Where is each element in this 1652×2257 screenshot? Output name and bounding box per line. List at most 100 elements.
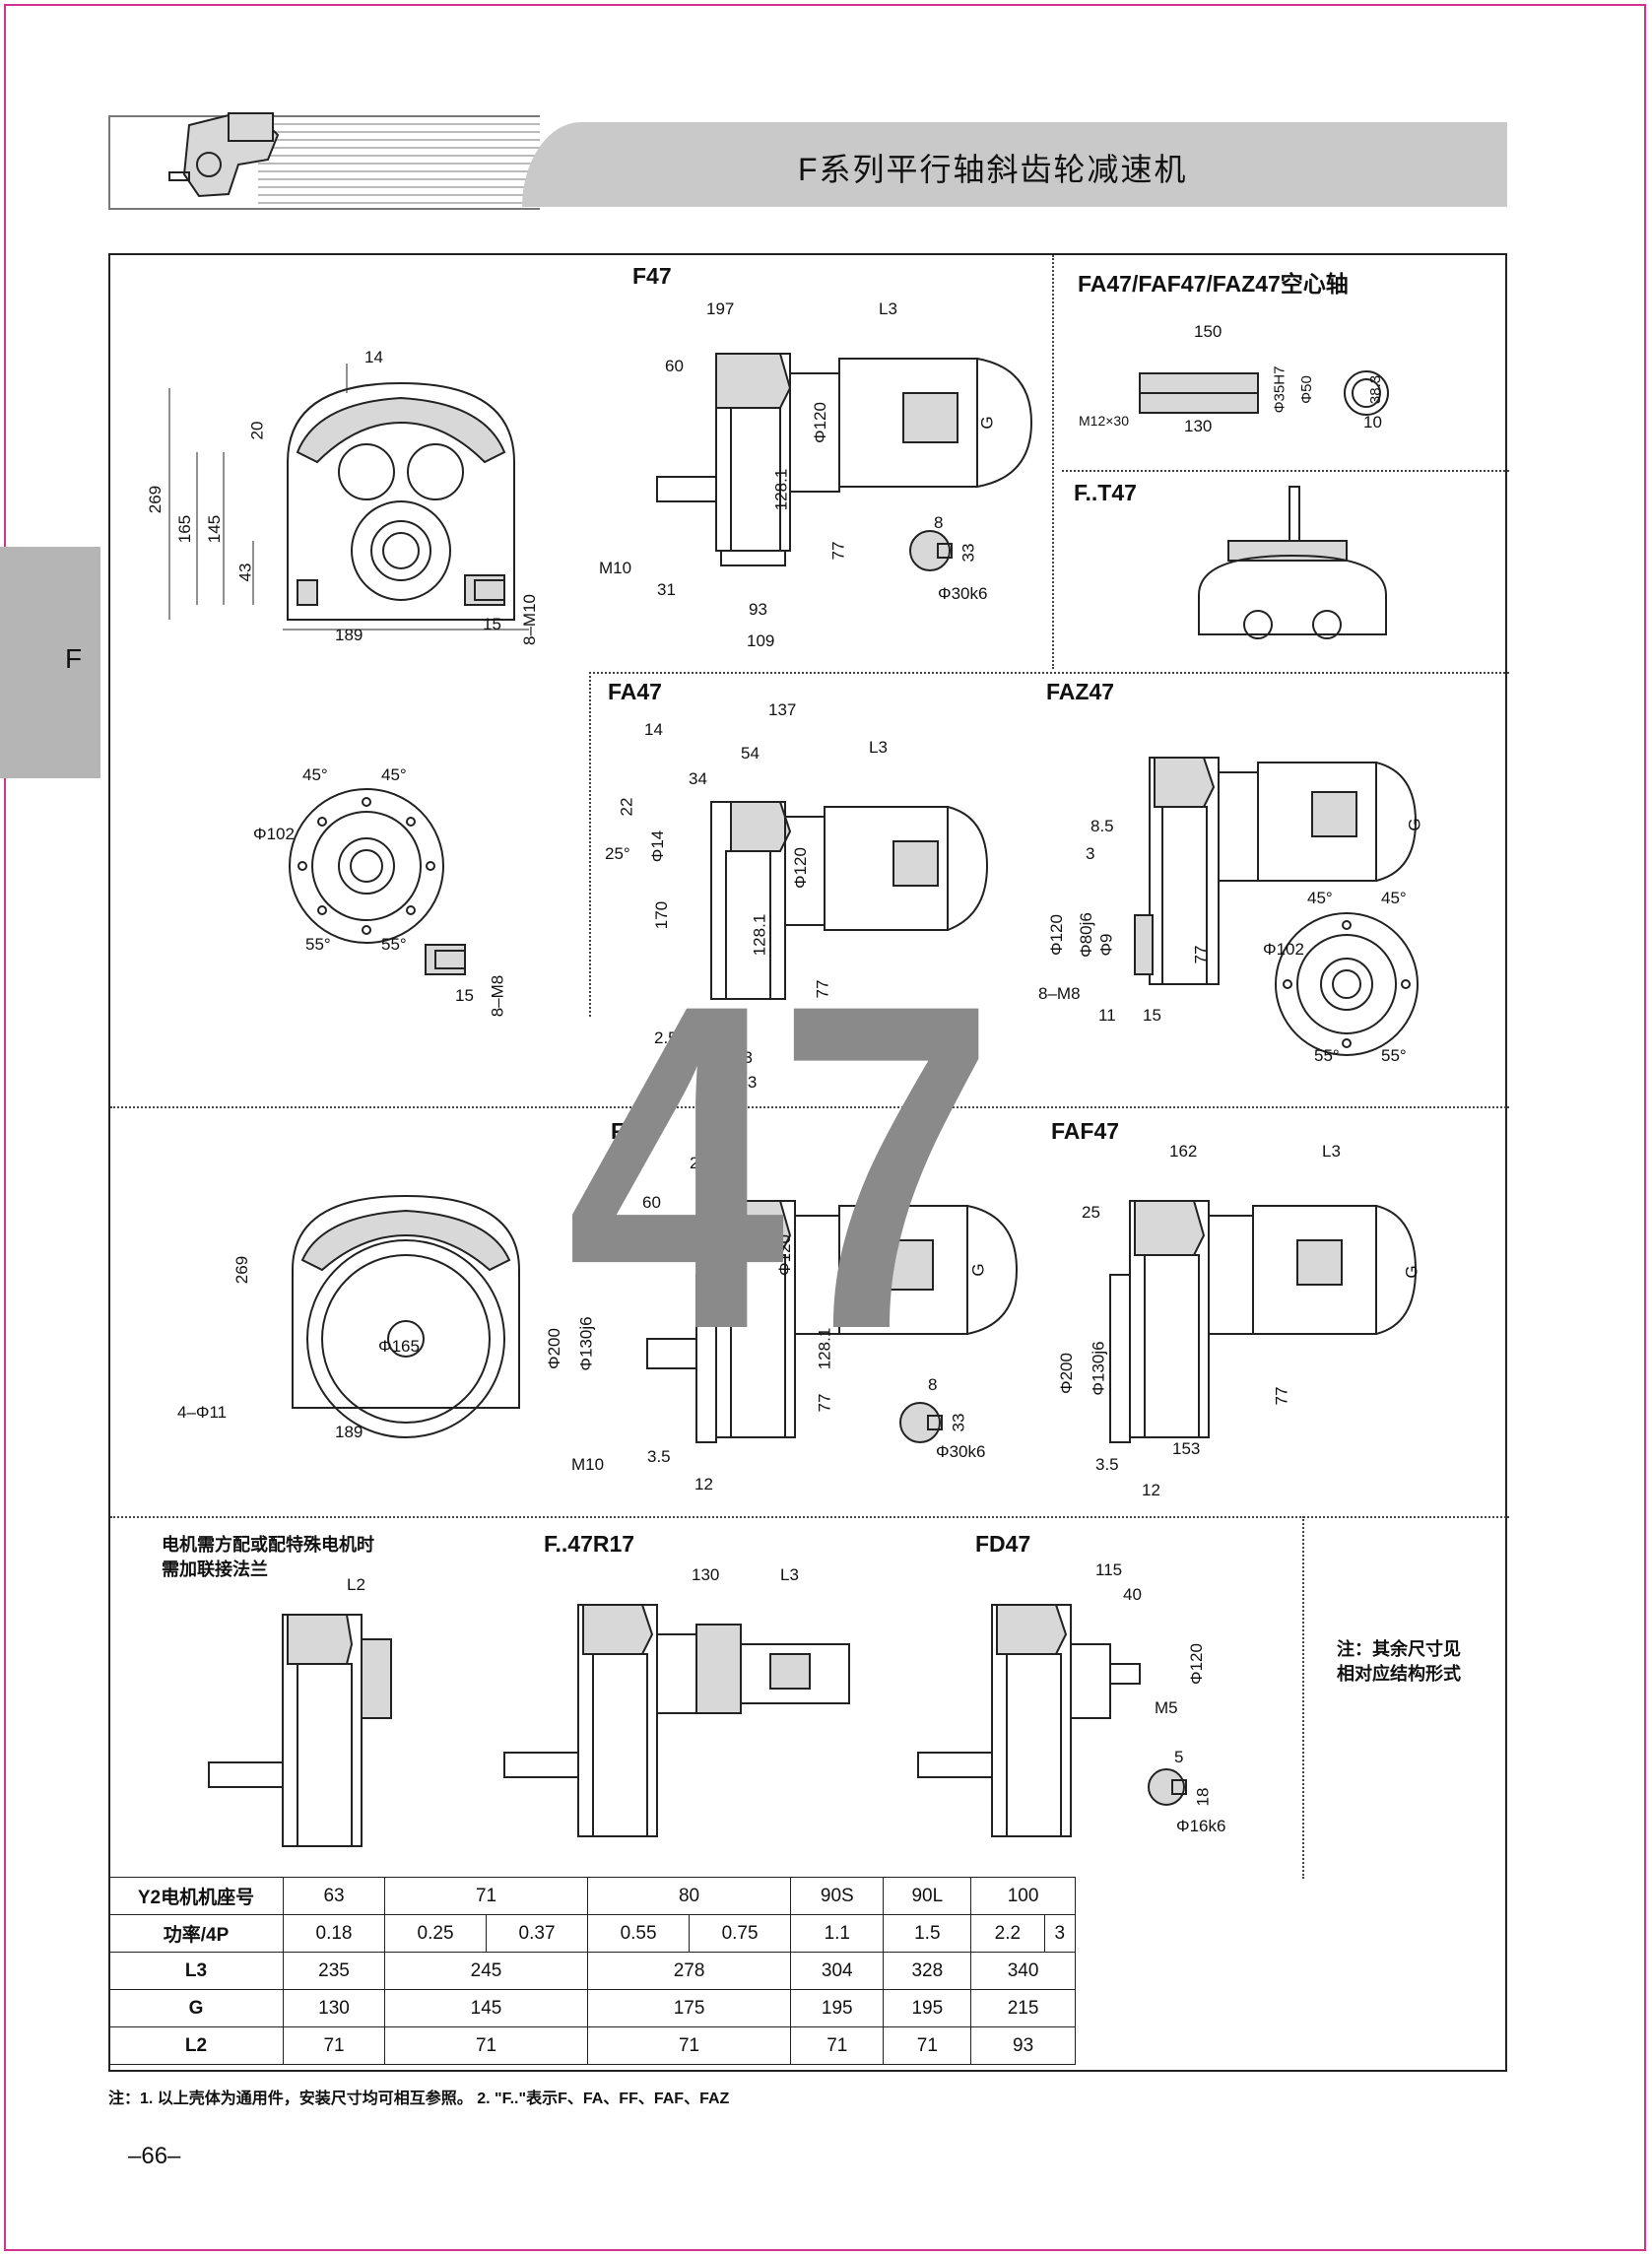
- dim-label: L3: [780, 1565, 799, 1584]
- dim-label: M10: [599, 559, 632, 577]
- dim-label: Φ16k6: [1176, 1817, 1226, 1835]
- dim-label: 165: [175, 514, 195, 544]
- dim-label: G: [1405, 818, 1424, 831]
- table-cell: 245: [384, 1952, 589, 1990]
- table-cell: 71: [587, 2026, 792, 2065]
- dim-label: 34: [689, 769, 707, 788]
- table-cell: 90L: [883, 1877, 972, 1915]
- table-cell: 0.18: [282, 1914, 386, 1953]
- dim-label: 60: [642, 1193, 661, 1212]
- dim-label: 18: [1193, 1787, 1213, 1807]
- dim-label: G: [1402, 1265, 1421, 1279]
- motor-flange-drawing: [208, 1614, 392, 1847]
- dim-label: 12: [1142, 1481, 1160, 1499]
- section-title-f47: F47: [632, 263, 672, 289]
- dim-label: 38.3: [1367, 374, 1385, 405]
- divider: [1062, 470, 1509, 472]
- dim-label: 25: [1082, 1203, 1100, 1222]
- dim-label: 55°: [305, 935, 331, 954]
- model-watermark: 47: [566, 908, 996, 1426]
- row-header: L2: [108, 2026, 284, 2065]
- dim-label: 45°: [381, 765, 407, 784]
- table-cell: 71: [282, 2026, 386, 2065]
- section-title-fd47: FD47: [975, 1531, 1031, 1557]
- faf47-side-view-drawing: [1109, 1200, 1418, 1443]
- divider: [589, 672, 591, 1017]
- dim-label: 8–M8: [1038, 984, 1081, 1003]
- dim-label: Φ30k6: [936, 1442, 986, 1461]
- table-cell: 100: [970, 1877, 1076, 1915]
- dim-label: 45°: [1307, 889, 1333, 907]
- table-cell: 340: [970, 1952, 1076, 1990]
- dim-label: Φ130j6: [1089, 1341, 1108, 1396]
- table-cell: 130: [282, 1989, 386, 2027]
- fd47-shaft-keyway-detail: [1148, 1768, 1187, 1806]
- dim-label: 145: [205, 514, 225, 544]
- f47-shaft-keyway-detail: [909, 530, 953, 571]
- dim-label: Φ102: [1263, 940, 1304, 959]
- dim-label: 93: [734, 1048, 753, 1067]
- table-row: L2 71 71 71 71 71 93: [108, 2026, 1076, 2065]
- section-title-ft47: F..T47: [1074, 480, 1137, 505]
- dim-label: 130: [1184, 417, 1213, 435]
- table-cell: 93: [970, 2026, 1076, 2065]
- header-banner: F系列平行轴斜齿轮减速机: [108, 112, 1507, 210]
- fa47-side-view-drawing: [710, 801, 989, 1000]
- page-frame: [4, 4, 1646, 2251]
- dim-label: G: [977, 416, 997, 430]
- dim-label: Φ14: [648, 830, 668, 863]
- dim-label: L2: [347, 1575, 365, 1594]
- dim-label: 14: [364, 348, 383, 366]
- dim-label: L3: [879, 299, 897, 318]
- table-cell: 215: [970, 1989, 1076, 2027]
- header-title-band: [522, 122, 1507, 207]
- hollow-shaft-drawing: [1139, 370, 1389, 416]
- dim-label: Φ120: [790, 847, 810, 889]
- table-cell: 90S: [790, 1877, 885, 1915]
- page-title: F系列平行轴斜齿轮减速机: [798, 152, 1188, 187]
- dim-label: 60: [665, 357, 684, 375]
- table-cell: 71: [883, 2026, 972, 2065]
- table-cell: 304: [790, 1952, 885, 1990]
- header-stripes: [108, 115, 540, 210]
- dim-label: 3.5: [647, 1447, 671, 1466]
- dim-label: 8: [928, 1375, 938, 1394]
- dim-label: 115: [1095, 1560, 1123, 1579]
- dim-label: 150: [1194, 322, 1222, 341]
- dim-label: 55°: [1381, 1046, 1407, 1065]
- dim-label: 77: [1272, 1386, 1291, 1406]
- dim-label: M12×30: [1079, 413, 1129, 429]
- row-header: L3: [108, 1952, 284, 1990]
- dim-label: L3: [875, 1154, 893, 1172]
- table-cell: 1.1: [790, 1914, 885, 1953]
- dim-label: 197: [706, 299, 735, 318]
- table-cell: 3: [1043, 1914, 1077, 1953]
- table-cell: 175: [587, 1989, 792, 2027]
- divider: [110, 1106, 1509, 1108]
- fd47-drawing: [917, 1604, 1141, 1837]
- dim-label: L3: [1322, 1142, 1341, 1161]
- dim-label: L3: [869, 738, 888, 757]
- dim-label: 8–M8: [488, 974, 507, 1018]
- dim-label: 22: [617, 797, 636, 817]
- dim-label: Φ50: [1297, 375, 1315, 404]
- dim-label: 5: [1174, 1748, 1184, 1766]
- dim-label: 137: [768, 700, 797, 719]
- page-number: –66–: [128, 2143, 181, 2169]
- dim-label: 54: [741, 744, 760, 763]
- dim-label: 43: [235, 563, 255, 582]
- dim-label: 3: [1086, 844, 1095, 863]
- table-cell: 0.37: [486, 1914, 589, 1953]
- dim-label: 55°: [381, 935, 407, 954]
- dim-label: Φ35H7: [1271, 365, 1289, 414]
- faz47-flange-front-drawing: [1275, 912, 1419, 1056]
- table-cell: 145: [384, 1989, 589, 2027]
- section-title-fa47: FA47: [608, 679, 662, 704]
- dim-label: 12: [694, 1475, 713, 1494]
- f47r17-drawing: [503, 1604, 850, 1837]
- dim-label: Φ30k6: [938, 584, 988, 603]
- dim-label: 20: [247, 421, 267, 440]
- dim-label: 269: [232, 1255, 252, 1285]
- table-row: 功率/4P 0.18 0.25 0.37 0.55 0.75 1.1 1.5 2…: [108, 1914, 1077, 1953]
- dim-label: Φ9: [1096, 933, 1116, 957]
